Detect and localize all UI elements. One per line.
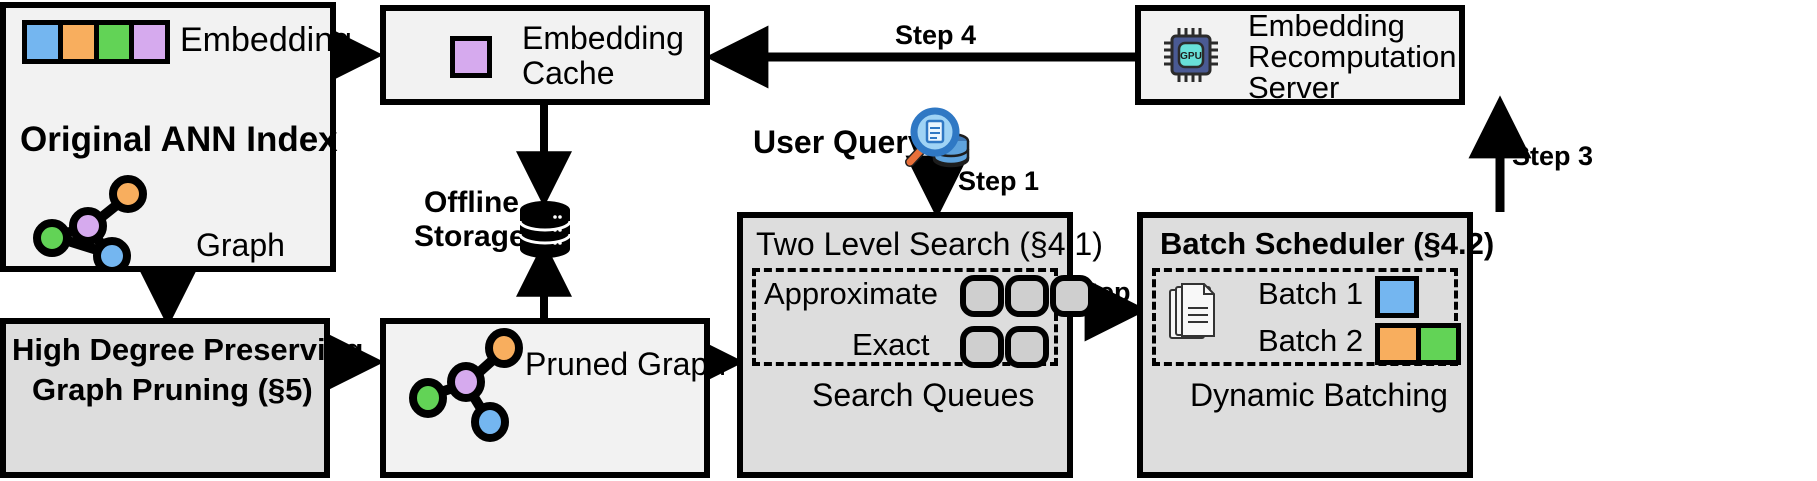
embedding-cache-box <box>380 5 710 105</box>
step1-label: Step 1 <box>958 166 1040 196</box>
database-cylinder-icon <box>518 201 572 258</box>
search-queues-dashed-region <box>752 268 1058 366</box>
graph-label: Graph <box>196 227 285 263</box>
graph-pruning-title-line2: Graph Pruning (§5) <box>32 372 313 407</box>
embedding-cell-green <box>93 25 130 59</box>
search-database-icon <box>905 107 970 168</box>
batch-2-swatch-group <box>1375 323 1461 365</box>
exact-queue-cell-2[interactable] <box>1005 326 1049 368</box>
approximate-row-label: Approximate <box>764 276 939 311</box>
embedding-cell-orange <box>57 25 94 59</box>
exact-queue-cell-1[interactable] <box>960 326 1004 368</box>
batch-2-swatch-orange <box>1380 328 1416 360</box>
user-query-label: User Query <box>753 124 926 160</box>
exact-row-label: Exact <box>852 327 930 362</box>
pruned-graph-label: Pruned Graph <box>525 346 727 382</box>
step4-label: Step 4 <box>895 20 977 50</box>
pruned-graph-icon <box>409 328 523 442</box>
step3-label: Step 3 <box>1512 141 1594 171</box>
approximate-queue-cell-1[interactable] <box>960 275 1004 317</box>
batch-1-label: Batch 1 <box>1258 276 1364 311</box>
original-ann-index-title: Original ANN Index <box>20 120 338 159</box>
embedding-swatch-strip <box>22 20 170 64</box>
gpu-chip-icon: GPU <box>1164 28 1218 82</box>
documents-stack-icon <box>1169 283 1215 339</box>
recomputation-server-title-line3: Server <box>1248 70 1340 105</box>
approximate-queue-cell-3[interactable] <box>1050 275 1094 317</box>
offline-storage-label-line2: Storage <box>414 220 526 253</box>
embedding-cache-title-line1: Embedding <box>522 20 684 56</box>
two-level-search-title: Two Level Search (§4.1) <box>756 226 1103 262</box>
batch-2-swatch-green <box>1415 328 1456 360</box>
embedding-cache-title-line2: Cache <box>522 55 615 91</box>
offline-storage-label-line1: Offline <box>424 186 519 219</box>
recomputation-server-title-line2: Recomputation <box>1248 39 1457 74</box>
dynamic-batching-dashed-region <box>1152 268 1458 366</box>
approximate-queue-cell-2[interactable] <box>1005 275 1049 317</box>
embedding-label: Embedding <box>180 21 353 59</box>
embedding-cache-swatch <box>450 36 492 78</box>
dynamic-batching-footer: Dynamic Batching <box>1190 377 1448 413</box>
batch-scheduler-title: Batch Scheduler (§4.2) <box>1160 226 1495 261</box>
batch-2-label: Batch 2 <box>1258 323 1364 358</box>
search-queues-footer: Search Queues <box>812 377 1035 413</box>
batch-scheduler-box <box>1137 212 1473 478</box>
gpu-icon-text: GPU <box>1180 51 1202 62</box>
graph-pruning-box <box>0 318 330 478</box>
embedding-cell-blue <box>27 25 58 59</box>
original-graph-icon <box>33 175 147 268</box>
recomputation-server-title-line1: Embedding <box>1248 8 1405 43</box>
batch-1-swatch-blue <box>1375 276 1419 318</box>
graph-pruning-title-line1: High Degree Preserving <box>12 332 364 367</box>
embedding-cell-purple <box>129 25 165 59</box>
